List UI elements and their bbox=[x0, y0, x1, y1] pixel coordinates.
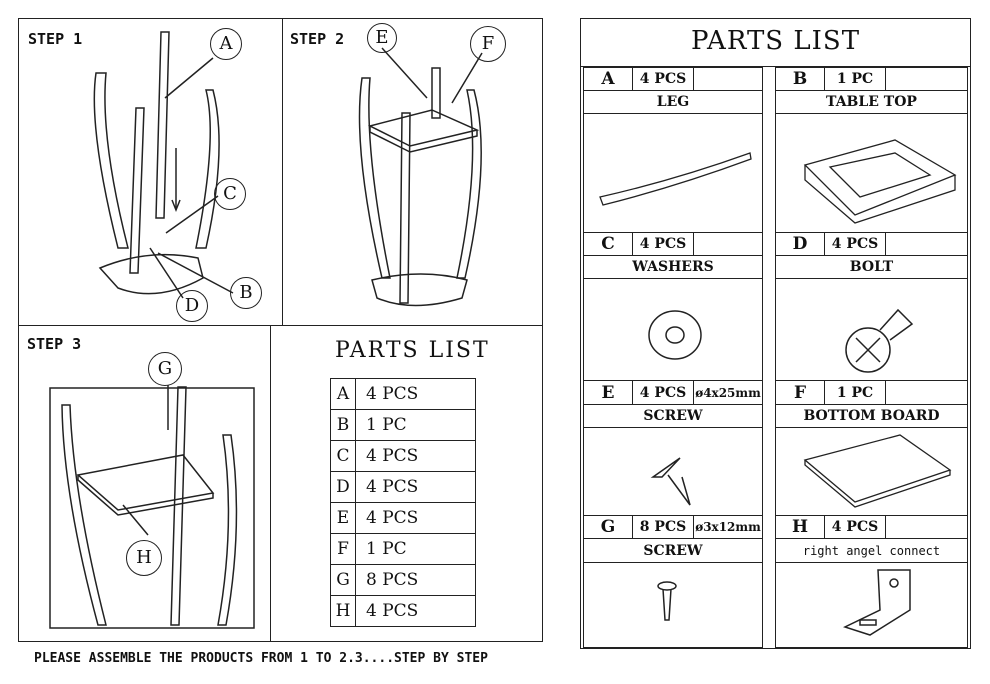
part-spec: ø4x25mm bbox=[693, 380, 763, 405]
callout-c: C bbox=[214, 178, 246, 210]
bolt-illustration bbox=[845, 308, 914, 373]
part-spec: ø3x12mm bbox=[693, 515, 763, 539]
callout-e: E bbox=[367, 23, 397, 53]
part-id: D bbox=[330, 471, 356, 503]
parts-list-title: PARTS LIST bbox=[690, 26, 861, 56]
bottom-board-illustration bbox=[803, 434, 952, 508]
callout-a: A bbox=[210, 28, 242, 60]
part-id: H bbox=[775, 515, 825, 539]
part-qty: 1 PC bbox=[355, 409, 476, 441]
part-spec bbox=[885, 232, 968, 256]
callout-g: G bbox=[148, 352, 182, 386]
part-spec bbox=[885, 67, 968, 91]
screw-e-illustration bbox=[650, 457, 691, 506]
part-name: SCREW bbox=[583, 538, 763, 563]
callout-f: F bbox=[470, 26, 506, 62]
small-parts-list-title: PARTS LIST bbox=[335, 338, 490, 363]
part-qty: 4 PCS bbox=[355, 471, 476, 503]
footer-instruction: PLEASE ASSEMBLE THE PRODUCTS FROM 1 TO 2… bbox=[34, 651, 488, 666]
leg-illustration bbox=[599, 152, 752, 206]
part-id: F bbox=[330, 533, 356, 565]
part-qty: 4 PCS bbox=[355, 502, 476, 534]
callout-b: B bbox=[230, 277, 262, 309]
divider bbox=[580, 66, 971, 67]
part-name: right angel connect bbox=[775, 538, 968, 563]
part-id: C bbox=[583, 232, 633, 256]
part-id: B bbox=[330, 409, 356, 441]
part-qty: 4 PCS bbox=[824, 232, 886, 256]
part-spec bbox=[885, 380, 968, 405]
part-id: C bbox=[330, 440, 356, 472]
part-id: D bbox=[775, 232, 825, 256]
part-qty: 4 PCS bbox=[355, 595, 476, 627]
part-qty: 1 PC bbox=[824, 380, 886, 405]
part-qty: 8 PCS bbox=[632, 515, 694, 539]
part-spec bbox=[693, 232, 763, 256]
part-id: B bbox=[775, 67, 825, 91]
part-id: E bbox=[583, 380, 633, 405]
washer-illustration bbox=[648, 310, 702, 360]
step1-illustration bbox=[93, 31, 234, 299]
part-qty: 4 PCS bbox=[632, 380, 694, 405]
part-name: WASHERS bbox=[583, 255, 763, 279]
step3-label: STEP 3 bbox=[27, 335, 82, 353]
part-qty: 4 PCS bbox=[824, 515, 886, 539]
part-id: F bbox=[775, 380, 825, 405]
step3-panel bbox=[18, 325, 271, 642]
part-name: LEG bbox=[583, 90, 763, 114]
part-name: SCREW bbox=[583, 404, 763, 428]
part-qty: 4 PCS bbox=[355, 440, 476, 472]
part-image-cell bbox=[775, 562, 968, 648]
part-id: H bbox=[330, 595, 356, 627]
part-name: BOTTOM BOARD bbox=[775, 404, 968, 428]
step2-illustration bbox=[358, 47, 483, 307]
part-name: BOLT bbox=[775, 255, 968, 279]
part-id: E bbox=[330, 502, 356, 534]
step2-panel bbox=[282, 18, 543, 326]
angle-connector-illustration bbox=[842, 569, 911, 636]
parts-list-panel bbox=[580, 18, 971, 649]
part-spec bbox=[885, 515, 968, 539]
part-qty: 4 PCS bbox=[355, 378, 476, 410]
part-qty: 4 PCS bbox=[632, 232, 694, 256]
part-id: G bbox=[583, 515, 633, 539]
part-qty: 1 PC bbox=[355, 533, 476, 565]
step3-illustration bbox=[49, 385, 255, 629]
screw-g-illustration bbox=[657, 581, 677, 621]
part-spec bbox=[693, 67, 763, 91]
step1-label: STEP 1 bbox=[28, 30, 83, 48]
step2-label: STEP 2 bbox=[290, 30, 345, 48]
part-id: A bbox=[583, 67, 633, 91]
part-id: A bbox=[330, 378, 356, 410]
part-qty: 1 PC bbox=[824, 67, 886, 91]
part-id: G bbox=[330, 564, 356, 596]
callout-d: D bbox=[176, 290, 208, 322]
part-qty: 4 PCS bbox=[632, 67, 694, 91]
part-name: TABLE TOP bbox=[775, 90, 968, 114]
part-qty: 8 PCS bbox=[355, 564, 476, 596]
callout-h: H bbox=[126, 540, 162, 576]
table-top-illustration bbox=[803, 139, 957, 224]
part-image-cell bbox=[583, 562, 763, 648]
